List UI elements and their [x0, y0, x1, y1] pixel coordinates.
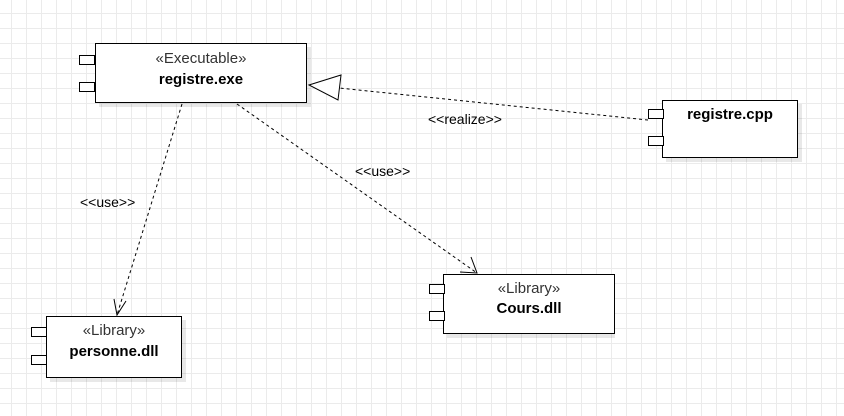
component-cours-dll[interactable]: «Library» Cours.dll — [443, 274, 615, 334]
component-stereotype: «Library» — [82, 322, 146, 339]
component-port-icon — [79, 55, 95, 65]
use-label-personne: <<use>> — [80, 194, 136, 210]
realize-arrowhead — [307, 74, 342, 101]
realize-connector[interactable] — [338, 87, 649, 121]
component-port-icon — [429, 284, 445, 294]
use-label-cours: <<use>> — [355, 163, 411, 179]
component-name: registre.cpp — [687, 106, 773, 123]
component-registre-exe[interactable]: «Executable» registre.exe — [95, 43, 307, 103]
component-name: Cours.dll — [496, 300, 562, 317]
component-port-icon — [31, 355, 47, 365]
use-arrowhead-cours — [459, 256, 478, 274]
component-registre-cpp[interactable]: registre.cpp — [662, 100, 798, 158]
component-name: personne.dll — [69, 343, 159, 360]
component-name: registre.exe — [158, 71, 244, 88]
component-stereotype: «Library» — [497, 280, 561, 297]
use-connector-cours[interactable] — [236, 103, 478, 274]
component-stereotype: «Executable» — [155, 50, 247, 67]
use-arrowhead-personne — [113, 298, 127, 317]
use-connector-personne[interactable] — [116, 103, 183, 316]
component-port-icon — [429, 311, 445, 321]
realize-label: <<realize>> — [428, 111, 502, 127]
component-personne-dll[interactable]: «Library» personne.dll — [46, 316, 182, 378]
component-port-icon — [648, 136, 664, 146]
component-port-icon — [648, 109, 664, 119]
component-port-icon — [79, 82, 95, 92]
component-port-icon — [31, 327, 47, 337]
